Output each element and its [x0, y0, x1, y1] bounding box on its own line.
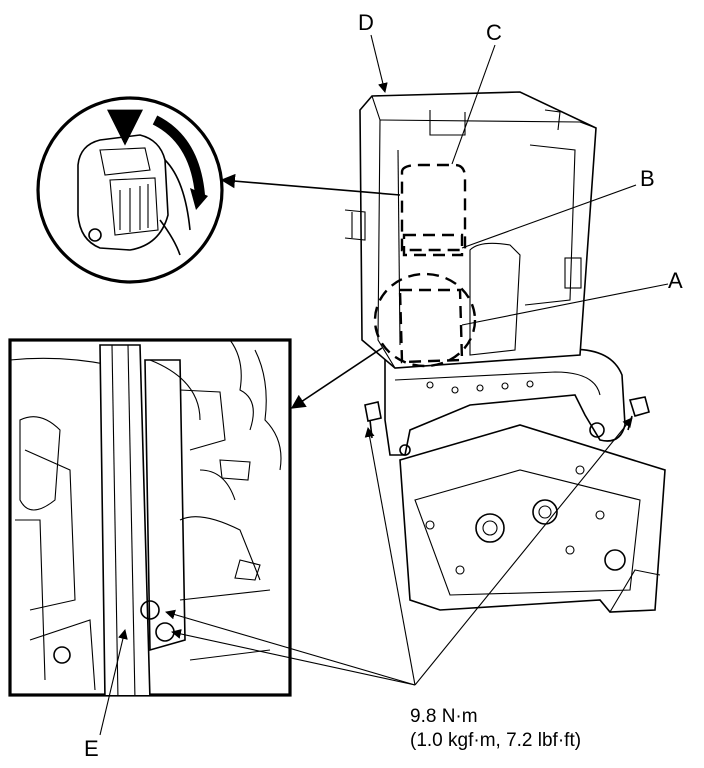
callout-d: D: [358, 10, 374, 35]
mounting-bolt-right: [627, 396, 650, 431]
leader-d: [370, 34, 388, 93]
torque-leader-left-bolt: [364, 427, 416, 686]
leader-c: [451, 44, 496, 165]
bracket-detail-view: [8, 338, 292, 697]
leader-a: [461, 283, 669, 326]
torque-leader-detail-1: [165, 609, 416, 686]
callout-e: E: [84, 736, 99, 761]
battery-tray: [399, 424, 666, 613]
torque-leader-detail-2: [171, 629, 416, 686]
torque-value: 9.8 N·m: [410, 706, 478, 727]
callout-c: C: [486, 20, 502, 45]
dashed-circle-a: [373, 272, 477, 368]
module-unit: [344, 91, 597, 369]
mounting-bolt-left: [364, 401, 382, 439]
arrow-to-bracket-detail: [290, 347, 383, 409]
connector-detail-view: [36, 96, 224, 284]
leader-b: [461, 184, 637, 249]
leader-e: [99, 629, 128, 736]
callout-b: B: [640, 166, 655, 191]
mounting-bracket: [384, 348, 626, 456]
torque-leader-right-bolt: [414, 417, 633, 686]
dashed-outline-c-inner: [402, 233, 464, 257]
arrow-to-connector-detail: [220, 173, 401, 196]
dashed-outline-a: [398, 288, 464, 364]
dashed-outline-b-c: [400, 163, 467, 252]
callout-a: A: [668, 268, 683, 293]
torque-value-converted: (1.0 kgf·m, 7.2 lbf·ft): [410, 730, 581, 751]
